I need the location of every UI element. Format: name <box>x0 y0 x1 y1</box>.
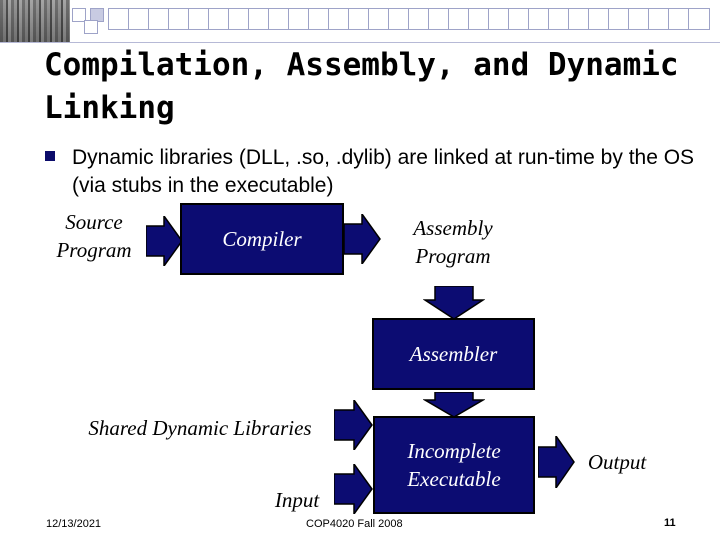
header-square-6 <box>148 8 170 30</box>
header-divider <box>0 42 720 43</box>
header-square-30 <box>628 8 650 30</box>
header-square-18 <box>388 8 410 30</box>
header-square-19 <box>408 8 430 30</box>
arrow-down-icon <box>423 286 485 320</box>
header-square-31 <box>648 8 670 30</box>
square-bullet-icon <box>45 151 55 161</box>
incomplete-executable-box: Incomplete Executable <box>373 416 535 514</box>
header-square-26 <box>548 8 570 30</box>
header-square-29 <box>608 8 630 30</box>
header-square-21 <box>448 8 470 30</box>
header-square-15 <box>328 8 350 30</box>
page-number: 11 <box>664 517 676 529</box>
header-square-22 <box>468 8 490 30</box>
header-square-27 <box>568 8 590 30</box>
arrow-right-icon <box>334 400 373 450</box>
header-square-23 <box>488 8 510 30</box>
assembler-label: Assembler <box>409 342 498 366</box>
footer-course: COP4020 Fall 2008 <box>306 518 403 530</box>
slide-title: Compilation, Assembly, and Dynamic Linki… <box>44 47 679 126</box>
arrow-right-icon <box>334 464 373 514</box>
arrow-right-icon <box>538 436 575 488</box>
header-square-13 <box>288 8 310 30</box>
source-program-label: Source Program <box>56 210 132 262</box>
output-label: Output <box>587 450 647 474</box>
header-square-25 <box>528 8 550 30</box>
header-square-8 <box>188 8 210 30</box>
assembler-box: Assembler <box>372 318 535 390</box>
header-square-3 <box>84 20 98 34</box>
header-square-10 <box>228 8 250 30</box>
header-square-28 <box>588 8 610 30</box>
assembly-program-label: Assembly Program <box>413 216 493 268</box>
incomplete-executable-label: Incomplete Executable <box>407 439 501 491</box>
header-square-24 <box>508 8 530 30</box>
arrow-right-icon <box>344 214 381 264</box>
header-square-33 <box>688 8 710 30</box>
arrow-right-icon <box>146 216 183 266</box>
header-square-5 <box>128 8 150 30</box>
arrow-down-icon <box>423 392 485 418</box>
header-photo <box>0 0 70 42</box>
header-square-16 <box>348 8 370 30</box>
header-square-14 <box>308 8 330 30</box>
header-square-12 <box>268 8 290 30</box>
bullet-text: Dynamic libraries (DLL, .so, .dylib) are… <box>72 146 695 197</box>
input-label: Input <box>274 488 320 512</box>
compiler-label: Compiler <box>222 227 302 251</box>
header-square-17 <box>368 8 390 30</box>
compiler-box: Compiler <box>180 203 344 275</box>
header-square-20 <box>428 8 450 30</box>
header-square-9 <box>208 8 230 30</box>
shared-libraries-label: Shared Dynamic Libraries <box>88 416 312 440</box>
header-square-4 <box>108 8 130 30</box>
header-square-7 <box>168 8 190 30</box>
header-square-1 <box>72 8 86 22</box>
footer-date: 12/13/2021 <box>46 518 102 530</box>
header-square-32 <box>668 8 690 30</box>
header-square-11 <box>248 8 270 30</box>
